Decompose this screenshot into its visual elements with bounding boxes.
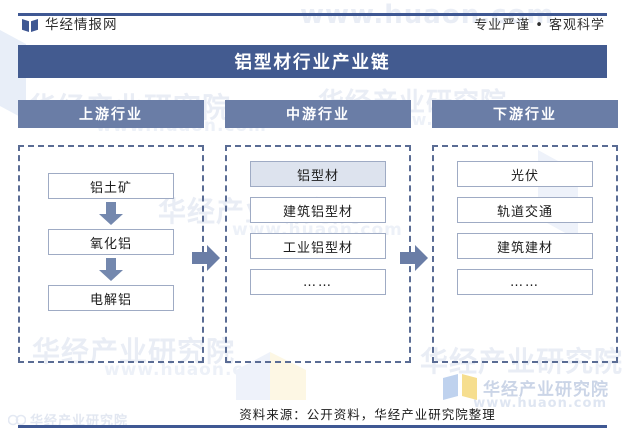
corner-watermark-institute: 华经产业研究院 xyxy=(483,379,609,400)
chart-title-bar: 铝型材行业产业链 xyxy=(18,45,607,78)
source-note: 资料来源：公开资料，华经产业研究院整理 xyxy=(0,404,625,423)
brand-label: 华经情报网 xyxy=(45,16,118,33)
node-upstream-2[interactable]: 电解铝 xyxy=(48,285,174,311)
node-downstream-0-label: 光伏 xyxy=(510,168,539,184)
column-header-downstream-label: 下游行业 xyxy=(493,107,557,123)
node-upstream-0-label: 铝土矿 xyxy=(89,180,132,196)
page-title: 铝型材行业产业链 xyxy=(234,53,391,73)
column-header-upstream-label: 上游行业 xyxy=(79,107,143,123)
column-header-downstream: 下游行业 xyxy=(432,100,618,128)
node-midstream-2-label: 工业铝型材 xyxy=(282,240,353,256)
column-header-upstream: 上游行业 xyxy=(18,100,204,128)
node-midstream-0-label: 铝型材 xyxy=(296,168,339,184)
column-downstream: 下游行业 光伏 轨道交通 建筑建材 …… xyxy=(432,100,618,363)
column-upstream: 上游行业 铝土矿 氧化铝 电解铝 xyxy=(18,100,204,363)
institute-book-icon xyxy=(443,374,477,400)
node-list-upstream: 铝土矿 氧化铝 电解铝 xyxy=(20,147,202,361)
bottom-left-watermark-icon xyxy=(8,414,26,425)
node-midstream-3-label: …… xyxy=(303,274,333,290)
node-downstream-3[interactable]: …… xyxy=(457,269,593,295)
column-body-midstream: 铝型材 建筑铝型材 工业铝型材 …… xyxy=(225,145,411,363)
arrow-right-icon-midstream-to-downstream xyxy=(400,245,428,271)
column-header-midstream: 中游行业 xyxy=(225,100,411,128)
node-midstream-3[interactable]: …… xyxy=(250,269,386,295)
top-divider-rule xyxy=(18,13,607,16)
column-midstream: 中游行业 铝型材 建筑铝型材 工业铝型材 …… xyxy=(225,100,411,363)
node-downstream-2-label: 建筑建材 xyxy=(496,240,553,256)
node-upstream-1-label: 氧化铝 xyxy=(89,236,132,252)
header-tagline: 专业严谨 • 客观科学 xyxy=(474,18,605,33)
node-downstream-0[interactable]: 光伏 xyxy=(457,161,593,187)
bottom-divider-rule xyxy=(18,425,607,428)
node-downstream-1[interactable]: 轨道交通 xyxy=(457,197,593,223)
node-upstream-0[interactable]: 铝土矿 xyxy=(48,173,174,199)
arrow-down-icon-upstream-2 xyxy=(99,258,123,281)
node-upstream-1[interactable]: 氧化铝 xyxy=(48,229,174,255)
brand: 华经情报网 xyxy=(22,18,118,33)
node-list-midstream: 铝型材 建筑铝型材 工业铝型材 …… xyxy=(227,147,409,361)
corner-watermark-url: www.huaon.com xyxy=(473,396,607,411)
book-logo-icon xyxy=(22,19,38,32)
node-downstream-2[interactable]: 建筑建材 xyxy=(457,233,593,259)
arrow-down-icon-upstream-1 xyxy=(99,202,123,225)
node-midstream-1-label: 建筑铝型材 xyxy=(282,204,353,220)
node-midstream-0[interactable]: 铝型材 xyxy=(250,161,386,187)
node-downstream-3-label: …… xyxy=(510,274,540,290)
column-body-upstream: 铝土矿 氧化铝 电解铝 xyxy=(18,145,204,363)
node-downstream-1-label: 轨道交通 xyxy=(496,204,553,220)
column-body-downstream: 光伏 轨道交通 建筑建材 …… xyxy=(432,145,618,363)
source-note-text: 资料来源：公开资料，华经产业研究院整理 xyxy=(239,407,496,422)
value-chain-columns: 上游行业 铝土矿 氧化铝 电解铝 xyxy=(0,100,625,370)
node-upstream-2-label: 电解铝 xyxy=(89,292,132,308)
corner-watermark-logo: 华经产业研究院 xyxy=(443,374,609,400)
column-header-midstream-label: 中游行业 xyxy=(286,107,350,123)
node-midstream-2[interactable]: 工业铝型材 xyxy=(250,233,386,259)
page-header: 华经情报网 专业严谨 • 客观科学 xyxy=(0,16,625,42)
node-list-downstream: 光伏 轨道交通 建筑建材 …… xyxy=(434,147,616,361)
node-midstream-1[interactable]: 建筑铝型材 xyxy=(250,197,386,223)
arrow-right-icon-upstream-to-midstream xyxy=(192,245,220,271)
